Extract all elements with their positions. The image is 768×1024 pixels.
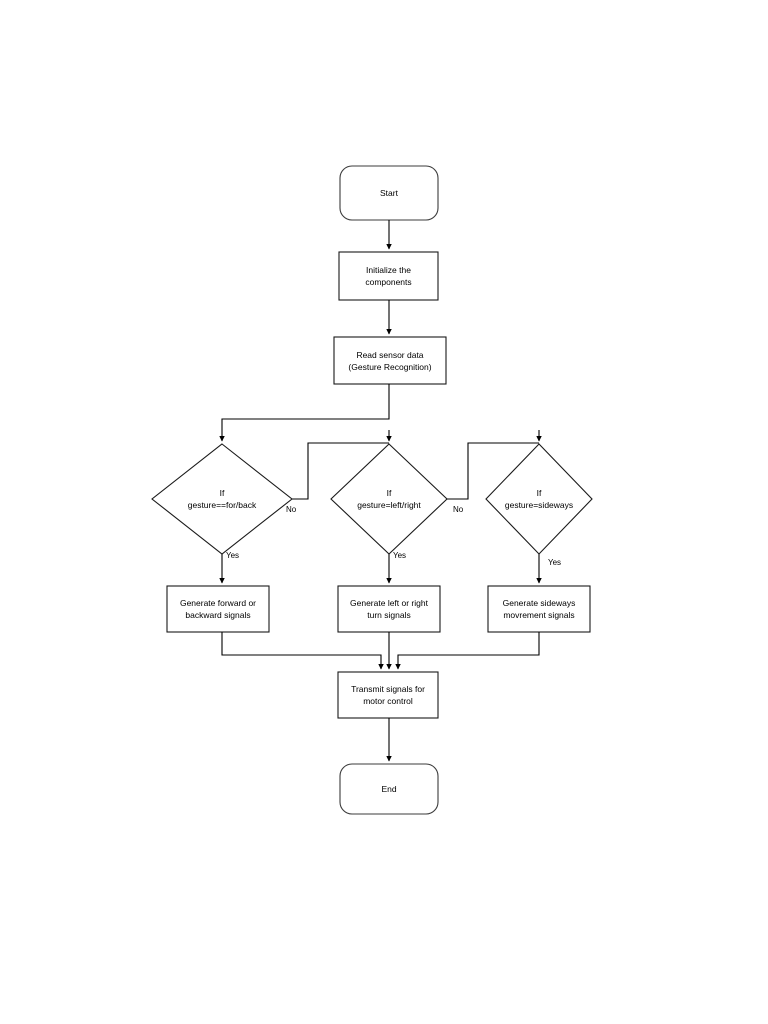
node-dec2-shape[interactable] — [330, 443, 448, 555]
node-act1-shape[interactable] — [166, 585, 270, 633]
node-read-shape[interactable] — [333, 336, 447, 385]
edge-read-to-dec1 — [219, 384, 390, 442]
edge-dec1-no-to-dec2 — [292, 442, 389, 500]
node-act3-shape[interactable] — [487, 585, 591, 633]
node-start-shape[interactable] — [339, 165, 439, 221]
edge-dec2-no-to-dec3 — [447, 442, 539, 500]
edge-label-dec1-yes: Yes — [226, 551, 240, 560]
node-init-shape[interactable] — [338, 251, 439, 301]
node-end-shape[interactable] — [339, 763, 439, 815]
edge-label-dec1-no: No — [286, 505, 297, 514]
edge-label-dec3-yes: Yes — [548, 558, 562, 567]
node-dec3-shape[interactable] — [485, 443, 593, 555]
node-transmit-shape[interactable] — [337, 671, 439, 719]
edge-act1-to-transmit — [221, 632, 384, 670]
edge-act3-to-transmit — [395, 632, 540, 670]
node-dec1-shape[interactable] — [151, 443, 293, 555]
edge-label-dec2-no: No — [453, 505, 464, 514]
node-act2-shape[interactable] — [337, 585, 441, 633]
edge-label-dec2-yes: Yes — [393, 551, 407, 560]
